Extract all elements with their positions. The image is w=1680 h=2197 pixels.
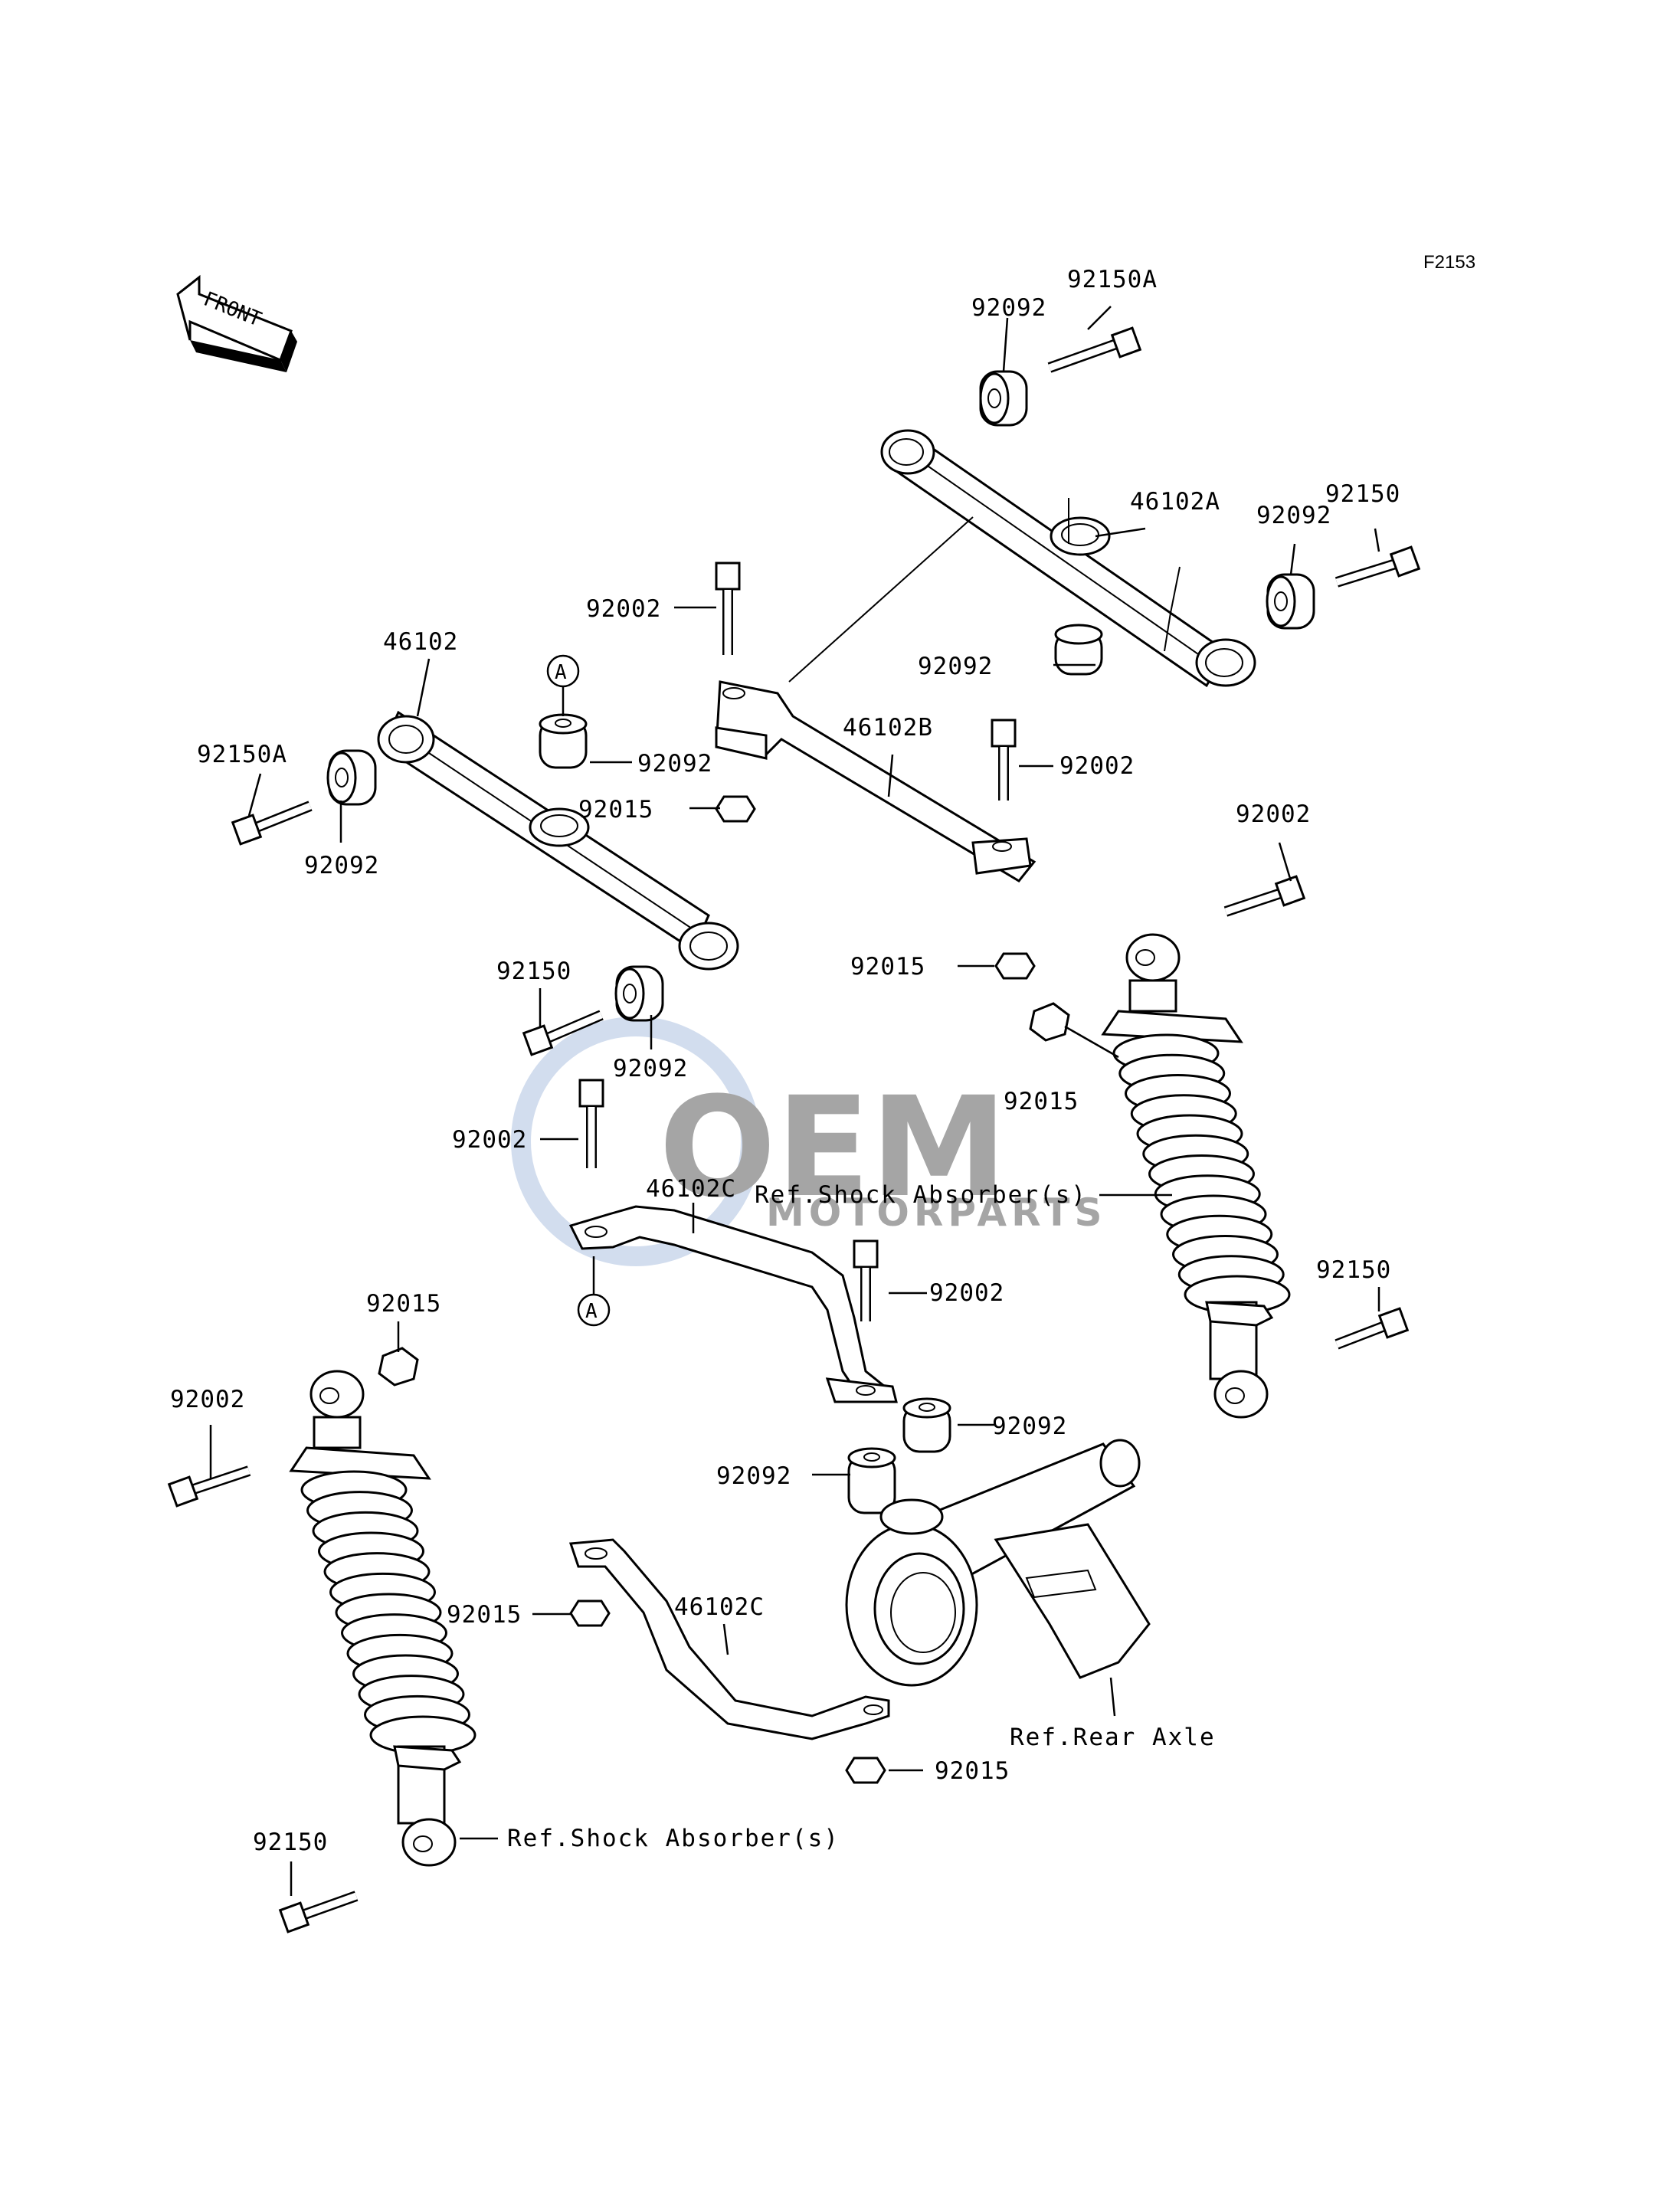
bushing-92092-right: [1266, 573, 1315, 630]
label-92092-lower-left: 92092: [716, 1462, 791, 1490]
bushing-92092-center: [614, 965, 664, 1022]
figure-code: F2153: [1423, 252, 1475, 273]
label-92092-top: 92092: [971, 294, 1046, 322]
bolt-92150-right: [1335, 545, 1421, 588]
bolt-92002-center: [578, 1079, 604, 1168]
label-46102a: 46102A: [1130, 488, 1220, 516]
bracket-46102c-upper: [568, 1205, 898, 1403]
left-spring: [300, 1470, 476, 1755]
ref-circle-a-bottom: A: [577, 1256, 611, 1327]
label-92015-lower-left: 92015: [447, 1601, 522, 1629]
label-92015-left-top: 92015: [366, 1290, 441, 1318]
label-92002-top: 92002: [586, 595, 661, 623]
bushing-92092-mid: [539, 713, 588, 769]
bolt-92150-mid: [522, 1010, 604, 1056]
watermark: OEM MOTORPARTS: [511, 1017, 1107, 1266]
label-ref-rear-axle: Ref.Rear Axle: [1010, 1724, 1216, 1751]
label-92150a-top: 92150A: [1067, 266, 1158, 293]
bushing-92092-under: [1054, 624, 1103, 676]
ref-circle-a-top: A: [546, 654, 580, 716]
arm-46102: [377, 710, 739, 971]
front-arrow-icon: FRONT: [176, 274, 297, 372]
label-92092-mid: 92092: [637, 750, 712, 778]
upper-arm-46102a: [880, 429, 1256, 688]
ref-a-bottom-label: A: [585, 1300, 598, 1323]
leader-lines: [209, 306, 1380, 1896]
bolt-92150a-left: [231, 801, 313, 846]
label-92150-mid: 92150: [496, 958, 571, 985]
link-line: [788, 516, 974, 683]
label-92015-mid: 92015: [578, 796, 653, 823]
bolt-92002-top: [715, 562, 741, 655]
label-92002-mid: 92002: [1059, 752, 1135, 780]
bracket-46102c-lower: [568, 1538, 890, 1740]
nut-92015-shock-top: [1029, 1002, 1070, 1042]
bolt-92002-left: [167, 1465, 251, 1508]
bolt-92002-mid: [991, 719, 1017, 801]
label-92150-right: 92150: [1325, 480, 1400, 508]
bolt-92002-right: [1223, 875, 1306, 917]
label-46102: 46102: [383, 628, 458, 656]
label-92150-bottom: 92150: [253, 1829, 328, 1856]
bushing-92092-left: [326, 749, 377, 806]
label-92092-under: 92092: [918, 653, 993, 680]
bolt-92150a-top: [1047, 326, 1142, 373]
label-92092-left: 92092: [304, 852, 379, 879]
shock-absorber-right: [1101, 933, 1291, 1419]
label-92015-bottom: 92015: [935, 1757, 1010, 1785]
rear-axle: [845, 1439, 1151, 1687]
right-spring: [1112, 1033, 1291, 1315]
watermark-main: OEM: [659, 1068, 1007, 1228]
callout-labels: 92150A 92092 46102A 92150 92092 92092 92…: [170, 266, 1400, 1856]
bushing-92092-top: [979, 370, 1028, 427]
label-ref-shock-right: Ref.Shock Absorber(s): [755, 1181, 1087, 1209]
label-92015-right-bracket: 92015: [850, 953, 925, 981]
shock-absorber-left: [289, 1370, 476, 1867]
label-ref-shock-left: Ref.Shock Absorber(s): [507, 1825, 840, 1852]
bushing-92092-lower-right: [902, 1397, 951, 1453]
label-92002-center: 92002: [452, 1126, 527, 1154]
label-46102c-lower: 46102C: [674, 1593, 765, 1621]
bolt-92002-lower: [853, 1239, 879, 1321]
watermark-sub: MOTORPARTS: [766, 1190, 1107, 1235]
label-92092-center: 92092: [613, 1055, 688, 1082]
label-92150a-left: 92150A: [197, 741, 287, 768]
nut-92015-left-top: [378, 1347, 419, 1387]
bushing-92092-lower-left: [847, 1447, 896, 1514]
bracket-46102b: [715, 680, 1036, 882]
label-92002-lower: 92002: [929, 1279, 1004, 1307]
label-92092-right: 92092: [1256, 502, 1331, 529]
label-92092-lower-right: 92092: [992, 1413, 1067, 1440]
label-46102c-upper: 46102C: [646, 1175, 736, 1203]
nut-92015-mid: [715, 795, 756, 823]
nut-92015-bottom: [845, 1757, 886, 1784]
label-46102b: 46102B: [843, 714, 933, 742]
label-92150-shock-right: 92150: [1316, 1256, 1391, 1284]
label-92002-right: 92002: [1236, 801, 1311, 828]
ref-a-top-label: A: [555, 661, 567, 684]
nut-92015-lower-left: [569, 1599, 611, 1627]
label-92002-left: 92002: [170, 1386, 245, 1413]
bolt-92150-bottom: [278, 1891, 359, 1933]
nut-92015-right-bracket: [994, 952, 1036, 980]
bolt-92150-shock-right: [1335, 1307, 1410, 1350]
label-92015-shock-top: 92015: [1004, 1088, 1079, 1115]
